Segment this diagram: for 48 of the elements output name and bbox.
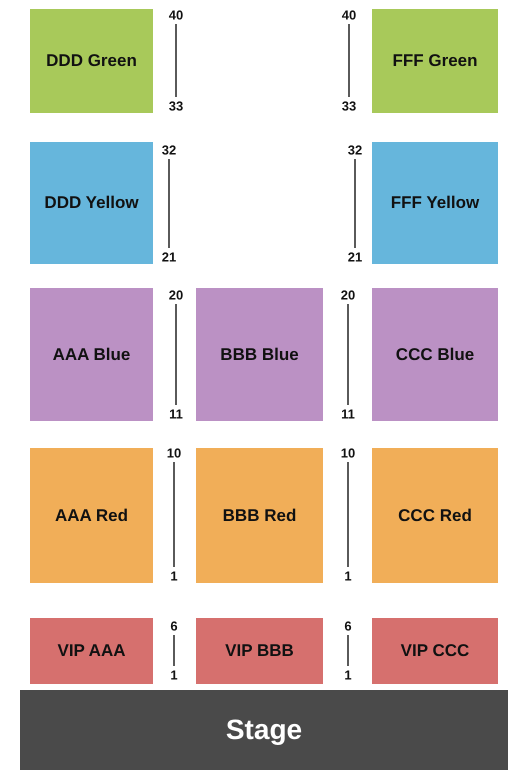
row-number: 6: [344, 620, 352, 632]
section-label: CCC Red: [398, 504, 472, 527]
section-label: DDD Green: [46, 50, 137, 72]
seating-section: [372, 288, 498, 421]
stage-label: Stage: [226, 713, 302, 747]
row-number: 1: [170, 668, 178, 682]
section-label: FFF Yellow: [390, 192, 480, 214]
row-number: 32: [348, 144, 362, 156]
row-number: 21: [348, 250, 362, 264]
section-label: BBB Blue: [220, 344, 299, 366]
seating-section: [30, 448, 153, 583]
row-number: 21: [162, 250, 176, 264]
seating-section: [30, 288, 153, 421]
seating-section: [372, 618, 498, 684]
row-number: 33: [342, 100, 356, 112]
seating-section: [196, 288, 323, 421]
row-number: 10: [340, 446, 356, 460]
stage-area: [20, 690, 508, 770]
seating-section: [30, 9, 153, 113]
seating-section: [372, 9, 498, 113]
section-label: DDD Yellow: [44, 192, 139, 214]
row-number: 1: [344, 668, 352, 682]
seating-section: [196, 448, 323, 583]
row-number: 11: [341, 408, 355, 420]
row-number: 1: [170, 570, 178, 582]
seating-section: [196, 618, 323, 684]
seating-section: [30, 618, 153, 684]
section-label: VIP CCC: [400, 640, 470, 662]
row-number: 6: [170, 620, 178, 632]
section-label: BBB Red: [222, 504, 296, 527]
row-number: 40: [342, 8, 356, 22]
row-number: 33: [168, 100, 184, 112]
section-label: AAA Blue: [52, 344, 130, 366]
seating-section: [372, 448, 498, 583]
row-number: 11: [169, 408, 183, 420]
row-number: 40: [168, 8, 184, 22]
row-number: 10: [166, 446, 182, 460]
section-label: AAA Red: [54, 504, 128, 527]
row-number: 20: [168, 288, 184, 302]
row-number: 1: [344, 570, 352, 582]
section-label: CCC Blue: [396, 344, 474, 366]
seating-section: [372, 142, 498, 264]
section-label: VIP AAA: [57, 640, 126, 662]
section-label: FFF Green: [392, 50, 478, 72]
seating-section: [30, 142, 153, 264]
section-label: VIP BBB: [225, 640, 294, 662]
row-number: 32: [162, 144, 176, 156]
row-number: 20: [340, 288, 356, 302]
